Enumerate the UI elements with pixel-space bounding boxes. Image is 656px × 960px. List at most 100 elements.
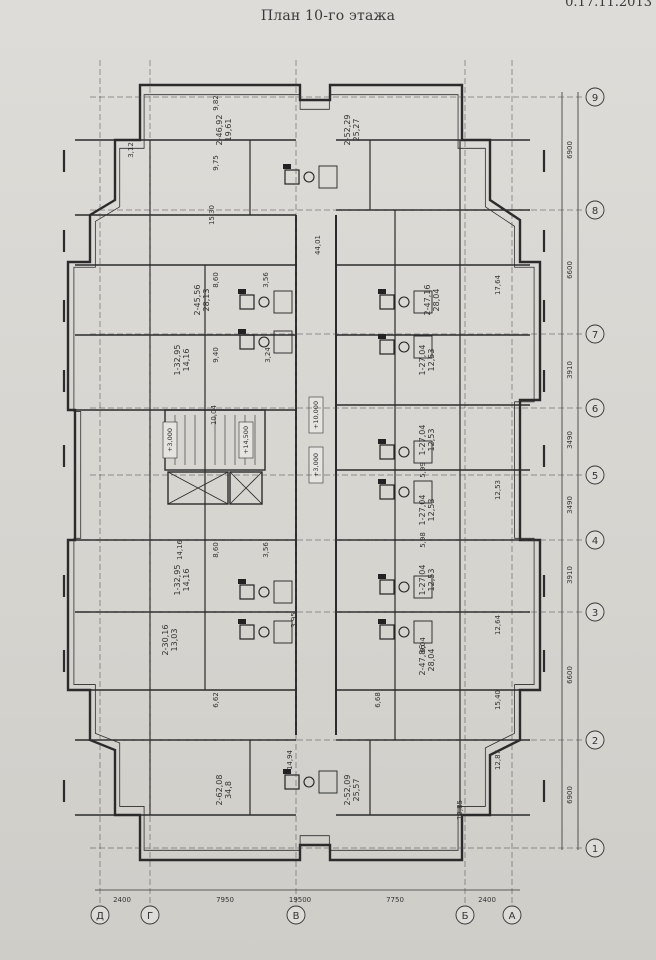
- dimension-value-right: 3910: [566, 361, 574, 379]
- dimension-value-bottom: 2400: [113, 896, 131, 904]
- toilet-icon: [258, 626, 270, 638]
- dimension-value-bottom: 19500: [289, 896, 311, 904]
- room-area-value: 6,04: [419, 637, 427, 653]
- living-area-label: 34,8: [224, 781, 233, 799]
- fixtures-layer: [238, 164, 433, 794]
- bathtub-icon: [318, 165, 338, 189]
- room-area-value: 3,24: [264, 347, 272, 363]
- room-area-value: 9,82: [212, 95, 220, 111]
- toilet-icon: [398, 626, 410, 638]
- bathtub-icon: [413, 620, 433, 644]
- dimension-value-right: 3490: [566, 496, 574, 514]
- room-area-value: 5,99: [419, 462, 427, 478]
- axis-label-bottom: Г: [147, 911, 153, 922]
- axis-label-right: 4: [592, 536, 598, 547]
- room-area-value: 6,68: [374, 692, 382, 708]
- room-area-value: 3,56: [262, 542, 270, 558]
- elevation-tag: +3,000: [166, 428, 174, 452]
- dimension-value-bottom: 7950: [216, 896, 234, 904]
- room-area-value: 12,85: [456, 800, 464, 820]
- vent-shaft-icon: [378, 289, 386, 294]
- bathtub-icon: [273, 330, 293, 354]
- sink-icon: [379, 339, 395, 355]
- living-area-label: 12,53: [427, 429, 436, 452]
- elevation-tag-frame: [162, 421, 178, 459]
- dimension-value-right: 3910: [566, 566, 574, 584]
- living-area-label: 12,53: [427, 349, 436, 372]
- axis-label-bottom: В: [293, 911, 300, 922]
- vent-shaft-icon: [378, 439, 386, 444]
- dimension-value-right: 6600: [566, 666, 574, 684]
- toilet-icon: [398, 446, 410, 458]
- room-area-value: 3,56: [262, 272, 270, 288]
- room-area-value: 15,40: [494, 690, 502, 710]
- axis-label-bottom: А: [509, 911, 516, 922]
- bathtub-icon: [413, 480, 433, 504]
- axis-bubble-right: [585, 87, 605, 107]
- sink-icon: [239, 334, 255, 350]
- axis-bubble-right: [585, 602, 605, 622]
- room-area-value: 12,53: [494, 480, 502, 500]
- room-area-value: 3,12: [127, 142, 135, 158]
- elevation-tag-frame: [308, 396, 324, 434]
- axis-label-right: 5: [592, 471, 598, 482]
- axis-bubble-right: [585, 465, 605, 485]
- sink-icon: [379, 444, 395, 460]
- apartment-label: 1-27,04: [418, 345, 427, 376]
- elevation-tag-frame: [308, 446, 324, 484]
- room-area-value: 12,87: [494, 750, 502, 770]
- sink-icon: [379, 484, 395, 500]
- elevator-1-x2: [167, 471, 229, 505]
- axis-bubble-right: [585, 730, 605, 750]
- toilet-icon: [258, 296, 270, 308]
- elevation-tag: +3,000: [312, 453, 320, 477]
- apartment-label: 2-47,16: [423, 285, 432, 316]
- vent-shaft-icon: [238, 619, 246, 624]
- dimension-value-right: 3490: [566, 431, 574, 449]
- living-area-label: 19,61: [224, 119, 233, 142]
- elevator-2: [229, 471, 263, 505]
- axis-label-right: 7: [592, 330, 598, 341]
- apartment-label: 2-62,08: [215, 775, 224, 806]
- vent-shaft-icon: [378, 479, 386, 484]
- living-area-label: 28,04: [432, 289, 441, 312]
- vent-shaft-icon: [378, 574, 386, 579]
- bathtub-icon: [413, 290, 433, 314]
- axis-bubble-bottom: [502, 905, 522, 925]
- room-area-value: 12,64: [494, 614, 502, 635]
- living-area-label: 12,53: [427, 499, 436, 522]
- axis-label-right: 1: [592, 844, 598, 855]
- apartment-label: 2-30,16: [161, 625, 170, 656]
- axis-label-right: 9: [592, 93, 598, 104]
- dimension-value-bottom: 2400: [478, 896, 496, 904]
- elevation-tag: +14,500: [242, 426, 250, 454]
- room-area-value: 8,60: [212, 542, 220, 558]
- axis-label-bottom: Б: [462, 911, 469, 922]
- sink-icon: [239, 624, 255, 640]
- apartment-label: 2-45,56: [193, 285, 202, 316]
- vent-shaft-icon: [238, 289, 246, 294]
- toilet-icon: [303, 776, 315, 788]
- elevator-2-x2: [229, 471, 263, 505]
- elevator-1: [167, 471, 229, 505]
- toilet-icon: [398, 581, 410, 593]
- toilet-icon: [303, 171, 315, 183]
- dimension-value-bottom: 7750: [386, 896, 404, 904]
- bathtub-icon: [273, 290, 293, 314]
- dimension-value-right: 6900: [566, 141, 574, 159]
- plan-title: План 10-го этажа: [260, 8, 396, 24]
- toilet-icon: [398, 296, 410, 308]
- bathtub-icon: [413, 440, 433, 464]
- sink-icon: [379, 579, 395, 595]
- bathtub-icon: [413, 575, 433, 599]
- walls-layer: [62, 83, 546, 862]
- apartment-label: 1-27,04: [418, 565, 427, 596]
- vent-shaft-icon: [238, 579, 246, 584]
- sink-icon: [239, 294, 255, 310]
- axis-label-right: 3: [592, 608, 598, 619]
- axis-bubble-bottom: [140, 905, 160, 925]
- bathtub-icon: [273, 620, 293, 644]
- room-area-value: 9,75: [212, 155, 220, 171]
